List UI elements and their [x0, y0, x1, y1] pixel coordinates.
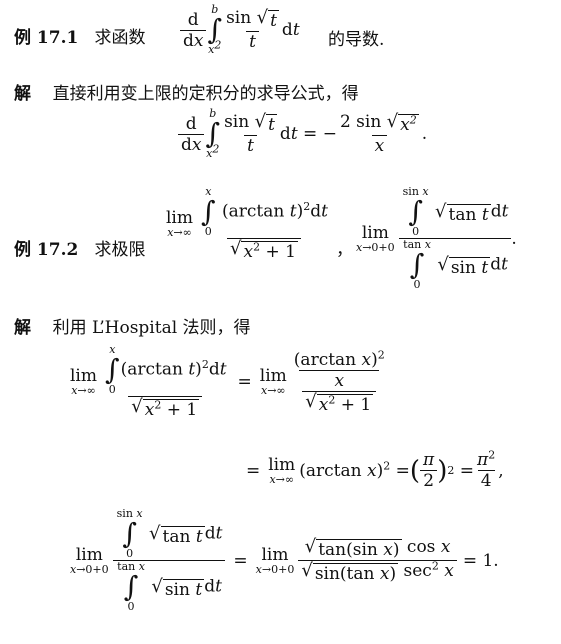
solution-1: 解 直接利用变上限的定积分的求导公式，得: [14, 84, 359, 104]
separator: ，: [336, 240, 353, 260]
solution-label: 解: [14, 84, 31, 104]
solution-text-2: 利用 L’Hospital 法则，得: [52, 318, 251, 338]
example-label: 例 17.1: [14, 28, 79, 48]
solution-text: 直接利用变上限的定积分的求导公式，得: [52, 84, 359, 104]
final-result: = 1.: [462, 550, 499, 571]
example-17-1: 例 17.1 求函数: [14, 28, 146, 48]
example-label-2: 例 17.2: [14, 240, 79, 260]
example-prompt: 求函数: [94, 28, 146, 48]
solution-label-2: 解: [14, 318, 31, 338]
end-period: .: [511, 228, 517, 249]
solution-2: 解 利用 L’Hospital 法则，得: [14, 318, 251, 338]
example-suffix: 的导数.: [328, 30, 385, 50]
example-prompt-2: 求极限: [94, 240, 146, 260]
example-17-2: 例 17.2 求极限: [14, 240, 146, 260]
